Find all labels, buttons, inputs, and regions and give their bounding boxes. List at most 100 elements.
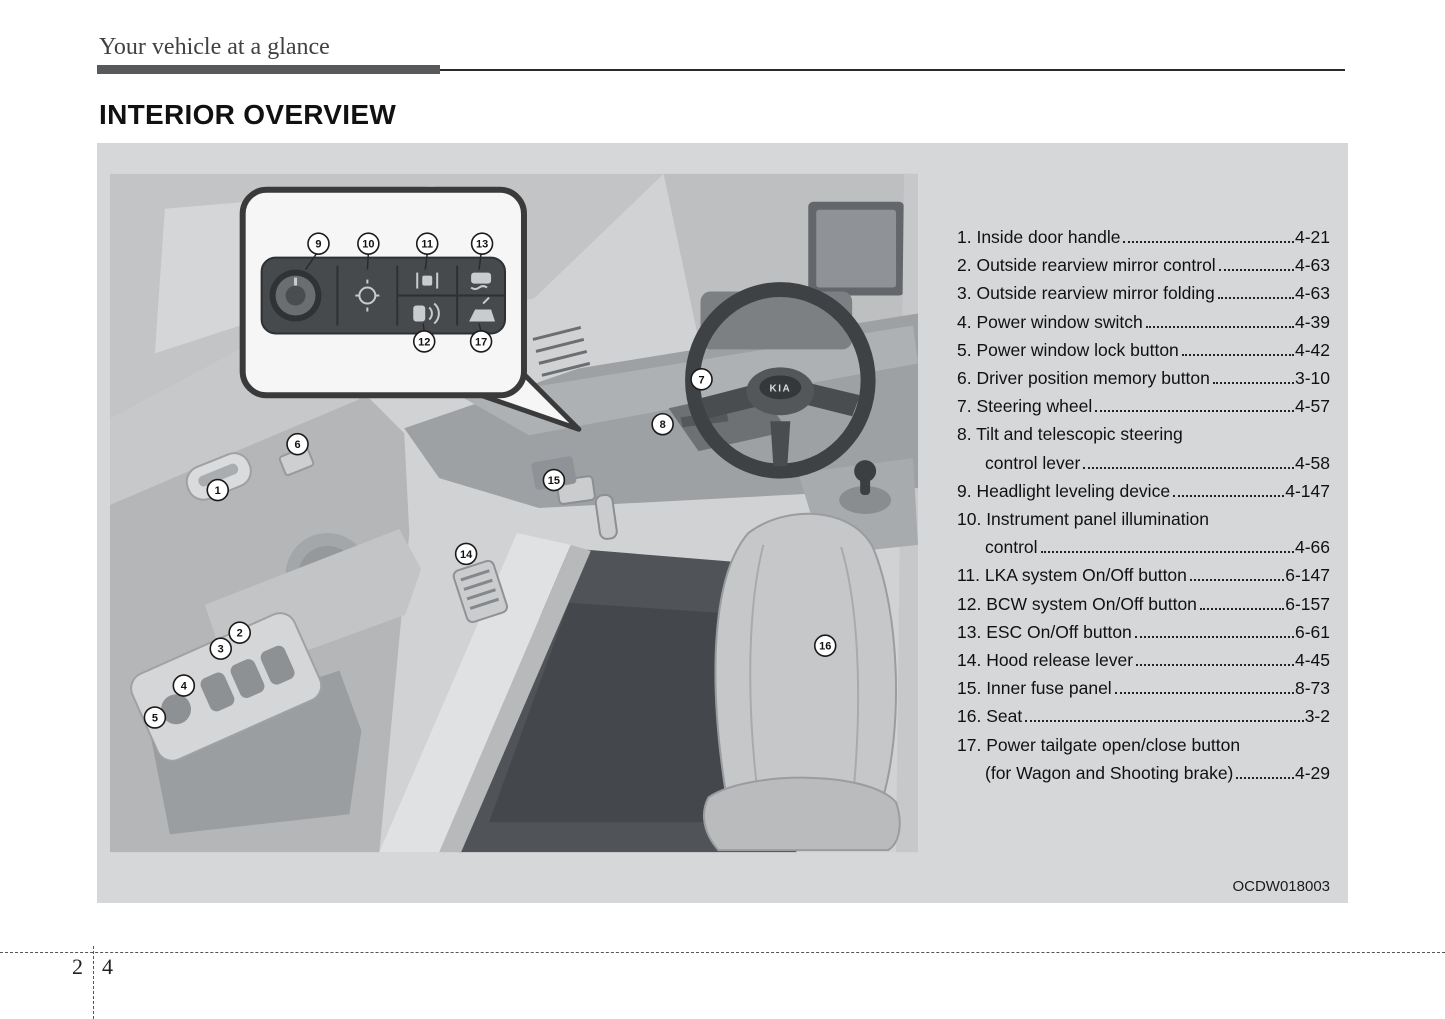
dot-leader	[1134, 635, 1294, 638]
figure-code: OCDW018003	[1232, 878, 1330, 895]
page-ref: 3-2	[1304, 706, 1330, 727]
footrest	[452, 559, 509, 623]
legend-label: 11. LKA system On/Off button	[957, 565, 1187, 586]
legend-label: 9. Headlight leveling device	[957, 480, 1171, 501]
legend-item-9: 9. Headlight leveling device 4-147	[957, 477, 1330, 505]
dot-leader	[1236, 776, 1294, 779]
callout-11: 11	[415, 232, 439, 255]
page-ref: 4-63	[1294, 255, 1330, 276]
page-ref: 6-61	[1294, 621, 1330, 642]
dot-leader	[1123, 241, 1294, 243]
dot-leader	[1095, 410, 1294, 413]
interior-figure: KIA	[110, 173, 918, 853]
side-air-vent	[532, 326, 591, 377]
legend-item-17: 17. Power tailgate open/close button(for…	[957, 731, 1330, 787]
footer-divider	[0, 952, 1445, 953]
page-ref: 4-21	[1294, 227, 1330, 247]
window-lock-button	[260, 645, 295, 685]
page-ref: 4-45	[1294, 650, 1330, 671]
legend-label: 4. Power window switch	[957, 311, 1143, 332]
legend-label: 2. Outside rearview mirror control	[957, 255, 1216, 276]
page-ref: 4-39	[1294, 311, 1330, 332]
legend-item-16: 16. Seat 3-2	[957, 702, 1330, 730]
callout-17: 17	[469, 330, 493, 353]
callout-12: 12	[412, 330, 436, 353]
illumination-control-button	[355, 279, 380, 312]
legend-label: 16. Seat	[957, 706, 1023, 727]
dot-leader	[1040, 551, 1294, 554]
headlight-leveling-knob	[269, 269, 322, 322]
header-rule	[97, 69, 1345, 71]
svg-text:9: 9	[315, 239, 321, 251]
svg-text:3: 3	[218, 644, 224, 656]
legend-label: 8. Tilt and telescopic steering	[957, 424, 1183, 445]
svg-text:14: 14	[460, 549, 473, 561]
page-ref: 4-63	[1294, 283, 1330, 304]
legend-item-11: 11. LKA system On/Off button 6-147	[957, 561, 1330, 589]
svg-text:12: 12	[418, 336, 430, 348]
callout-10: 10	[357, 232, 380, 255]
door-sill	[379, 532, 591, 853]
legend-label: 15. Inner fuse panel	[957, 678, 1112, 699]
legend-item-15: 15. Inner fuse panel 8-73	[957, 674, 1330, 702]
window-switch-pod	[130, 612, 323, 762]
kia-badge	[759, 375, 802, 400]
callout-6: 6	[286, 432, 309, 456]
callout-15: 15	[542, 468, 566, 492]
running-header: Your vehicle at a glance	[99, 34, 330, 60]
esc-button	[470, 272, 492, 291]
lka-button	[416, 272, 439, 289]
dot-leader	[1136, 664, 1294, 667]
dot-leader	[1173, 494, 1285, 497]
legend-label: 12. BCW system On/Off button	[957, 593, 1197, 614]
legend-label: 7. Steering wheel	[957, 396, 1093, 417]
svg-text:5: 5	[152, 712, 158, 724]
legend-item-2: 2. Outside rearview mirror control 4-63	[957, 251, 1330, 279]
legend-label-continued: control lever	[985, 452, 1081, 473]
dot-leader	[1217, 297, 1294, 300]
page-ref: 4-147	[1285, 480, 1330, 501]
legend-item-4: 4. Power window switch 4-39	[957, 308, 1330, 336]
section-title: INTERIOR OVERVIEW	[99, 99, 397, 130]
svg-text:13: 13	[476, 239, 488, 251]
callout-14: 14	[454, 542, 478, 566]
svg-text:6: 6	[294, 439, 300, 451]
svg-text:16: 16	[819, 641, 831, 653]
tailgate-button	[469, 296, 496, 322]
svg-text:8: 8	[660, 419, 666, 431]
callout-13: 13	[470, 232, 494, 255]
page-ref: 4-29	[1294, 762, 1330, 783]
callout-2: 2	[228, 621, 251, 644]
svg-text:2: 2	[237, 628, 243, 640]
callout-5: 5	[143, 706, 167, 729]
page-number-section: 2	[72, 954, 83, 979]
inside-door-handle	[185, 452, 252, 501]
dot-leader	[1114, 692, 1294, 695]
dot-leader	[1212, 382, 1294, 385]
legend-label: 5. Power window lock button	[957, 339, 1179, 360]
page-number-page: 4	[102, 954, 113, 979]
page-ref: 8-73	[1294, 678, 1330, 699]
dot-leader	[1218, 269, 1294, 272]
callout-1: 1	[206, 478, 230, 502]
svg-text:1: 1	[215, 485, 221, 497]
page-ref: 4-58	[1294, 452, 1330, 473]
window-switch	[230, 659, 265, 698]
kia-logo-text: KIA	[770, 383, 792, 394]
callout-16: 16	[813, 634, 837, 657]
inset-leader-lines	[304, 253, 482, 332]
legend-label: 17. Power tailgate open/close button	[957, 734, 1241, 755]
callout-3: 3	[209, 637, 232, 660]
page-ref: 6-147	[1285, 565, 1330, 586]
dot-leader	[1083, 466, 1294, 469]
header-rule-accent	[97, 65, 440, 74]
